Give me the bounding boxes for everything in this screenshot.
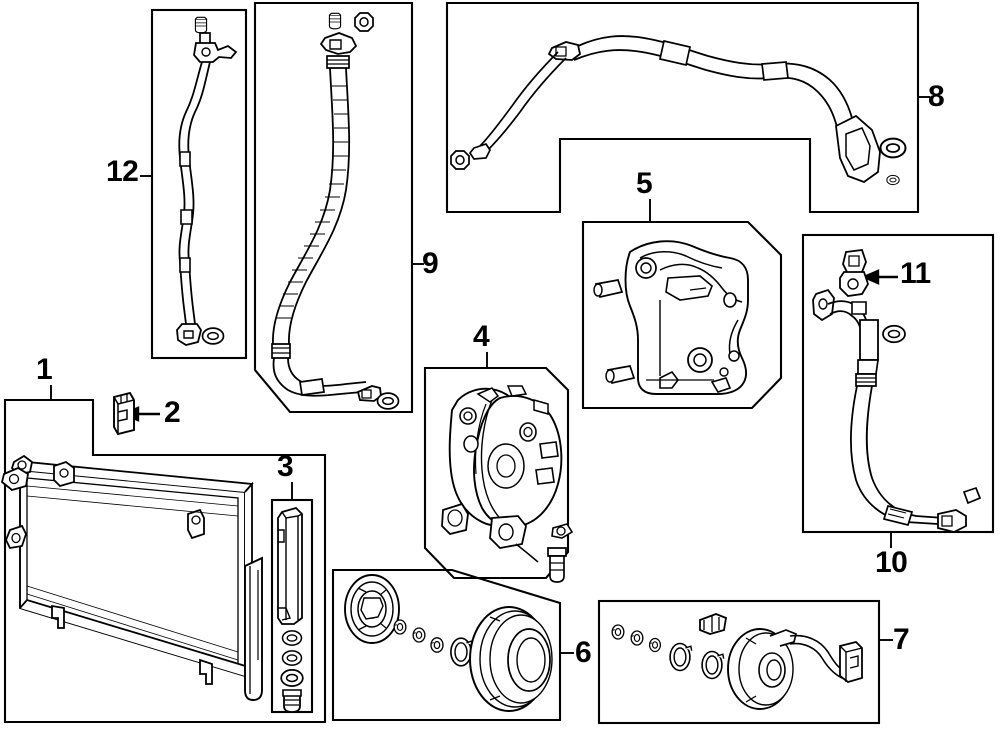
box-11-10-pressure-line bbox=[801, 233, 995, 534]
box-1-condenser bbox=[3, 398, 327, 724]
part-4-compressor-art bbox=[441, 385, 574, 583]
callout-4[interactable]: 4 bbox=[473, 320, 490, 353]
part-3-drier-art bbox=[277, 506, 304, 713]
box-5-bracket bbox=[581, 220, 783, 410]
box-9-suction-hose bbox=[253, 1, 414, 414]
callout-12[interactable]: 12 bbox=[106, 155, 139, 188]
part-box-outlines bbox=[3, 1, 995, 725]
callout-3[interactable]: 3 bbox=[277, 450, 294, 483]
part-5-bracket-art bbox=[593, 240, 749, 395]
part-6-clutch-pulley-art bbox=[344, 574, 553, 712]
callout-9[interactable]: 9 bbox=[422, 247, 439, 280]
part-2-clip-art bbox=[113, 391, 135, 436]
callout-1[interactable]: 1 bbox=[36, 353, 53, 386]
box-8-discharge-hose bbox=[445, 1, 920, 214]
callout-6[interactable]: 6 bbox=[575, 636, 592, 669]
callout-5[interactable]: 5 bbox=[636, 167, 653, 200]
box-6-clutch-pulley bbox=[331, 568, 562, 722]
part-12-liquid-line-art bbox=[176, 16, 238, 346]
part-11-pressure-switch-art bbox=[839, 249, 869, 297]
callout-8[interactable]: 8 bbox=[928, 80, 945, 113]
box-7-field-coil bbox=[597, 599, 881, 725]
leader-11-arrowhead bbox=[860, 269, 880, 285]
callout-2[interactable]: 2 bbox=[164, 396, 181, 429]
part-7-field-coil-art bbox=[611, 613, 863, 710]
callout-10[interactable]: 10 bbox=[875, 546, 908, 579]
box-12-liquid-line bbox=[150, 8, 248, 360]
part-10-pressure-line-art bbox=[812, 288, 982, 533]
callout-7[interactable]: 7 bbox=[893, 623, 910, 656]
callout-leaders bbox=[50, 96, 930, 654]
callout-11[interactable]: 11 bbox=[900, 257, 931, 290]
part-9-suction-hose-art bbox=[271, 12, 400, 410]
part-1-condenser-art bbox=[0, 454, 263, 701]
part-8-discharge-hose-art bbox=[450, 35, 907, 186]
